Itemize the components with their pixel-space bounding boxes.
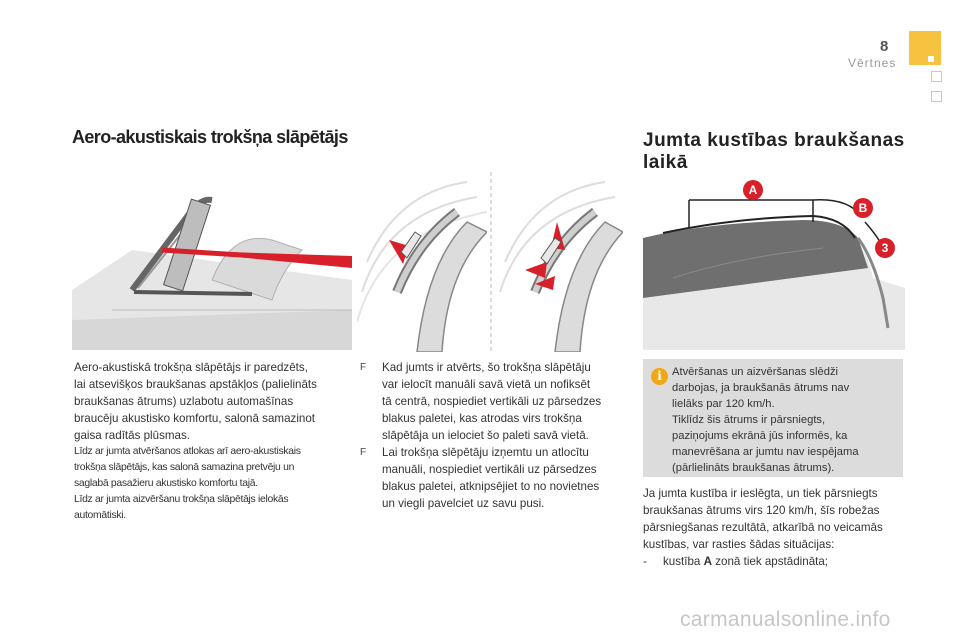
note-line: Līdz ar jumta atvēršanos atlokas arī aer… <box>74 446 301 457</box>
chapter-tab-2[interactable] <box>931 71 942 82</box>
info-icon: i <box>651 368 668 385</box>
bullet-marker-icon: F <box>360 447 367 458</box>
instruction-bullets: F Kad jumts ir atvērts, šo trokšņa slāpē… <box>360 359 622 512</box>
fold-detail-illustration-1 <box>357 172 487 352</box>
list-suffix: zonā tiek apstādināta; <box>715 555 829 568</box>
intro-line: braukšanas ātrums) uzlabotu automašīnas <box>74 395 294 408</box>
fold-drawing-1 <box>357 181 487 352</box>
deflector-drawing <box>72 196 352 350</box>
note-line: Līdz ar jumta aizvēršanu trokšņa slāpētā… <box>74 494 289 505</box>
bullet-marker-icon: F <box>360 362 367 373</box>
bullet-line: var ielocīt manuāli savā vietā un nofiks… <box>382 378 591 391</box>
info-text: Atvēršanas un aizvēršanas slēdži darboja… <box>672 364 898 476</box>
chapter-tab-active[interactable] <box>909 31 941 65</box>
tab-marker-icon <box>928 56 934 62</box>
label-a: A <box>749 183 758 197</box>
fold-drawing-2 <box>499 181 623 352</box>
intro-line: Aero-akustiskā trokšņa slāpētājs ir pare… <box>74 361 308 374</box>
body-line: pārsniegšanas rezultātā, atkarībā no vei… <box>643 521 883 534</box>
info-line: Tiklīdz šis ātrums ir pārsniegts, <box>672 414 826 426</box>
roof-movement-illustration: A B 3 <box>643 178 905 350</box>
note-line: saglabā pasažieru akustisko komfortu taj… <box>74 478 258 489</box>
info-line: lielāks par 120 km/h. <box>672 398 775 410</box>
bullet-item: F Lai trokšņa slēpētāju izņemtu un atloc… <box>360 444 622 512</box>
info-line: Atvēršanas un aizvēršanas slēdži <box>672 366 839 378</box>
bullet-line: un viegli pavelciet uz savu pusi. <box>382 497 545 510</box>
body-line: Ja jumta kustība ir ieslēgta, un tiek pā… <box>643 487 878 500</box>
bullet-line: blakus paletei, kas atrodas virs trokšņa <box>382 412 582 425</box>
label-3: 3 <box>882 241 889 255</box>
divider-line <box>489 172 493 352</box>
fold-detail-illustration-2 <box>495 172 623 352</box>
list-item: - kustība A zonā tiek apstādināta; <box>643 553 913 570</box>
body-line: kustības, var rasties šādas situācijas: <box>643 538 835 551</box>
note-line: automātiski. <box>74 510 126 521</box>
bullet-line: manuāli, nospiediet vertikāli uz pārsedz… <box>382 463 597 476</box>
list-prefix: kustība <box>663 555 701 568</box>
right-title-line: Jumta kustības braukšanas <box>643 130 905 151</box>
right-section-title: Jumta kustības braukšanas laikā <box>643 130 923 174</box>
bullet-line: Lai trokšņa slēpētāju izņemtu un atlocīt… <box>382 446 589 459</box>
left-column-text: Aero-akustiskā trokšņa slāpētājs ir pare… <box>74 359 344 524</box>
bullet-line: tā centrā, nospiediet vertikāli uz pārse… <box>382 395 602 408</box>
deflector-illustration <box>72 170 352 350</box>
info-line: darbojas, ja braukšanās ātrums nav <box>672 382 850 394</box>
right-title-line: laikā <box>643 152 688 173</box>
intro-line: lai atsevišķos braukšanas apstākļos (pal… <box>74 378 317 391</box>
roof-drawing: A B 3 <box>643 178 905 350</box>
bullet-line: Kad jumts ir atvērts, šo trokšņa slāpētā… <box>382 361 591 374</box>
bullet-line: slāpētāja un ielociet šo paleti savā vie… <box>382 429 589 442</box>
right-body-text: Ja jumta kustība ir ieslēgta, un tiek pā… <box>643 485 913 570</box>
bullet-line: blakus paletei, atknipsējiet to no novie… <box>382 480 600 493</box>
info-line: paziņojums ekrānā jūs informēs, ka <box>672 430 848 442</box>
list-bold-label: A <box>703 555 712 568</box>
list-dash: - <box>643 555 647 568</box>
info-line: manevrēšana ar jumtu nav iespējama <box>672 446 859 458</box>
page-number: 8 <box>880 38 889 55</box>
watermark: carmanualsonline.info <box>680 608 891 631</box>
info-box: i Atvēršanas un aizvēršanas slēdži darbo… <box>643 359 903 477</box>
intro-line: gaisa radītās plūsmas. <box>74 429 190 442</box>
chapter-title: Vērtnes <box>848 56 897 70</box>
label-b: B <box>859 201 868 215</box>
info-line: (pārlielināts braukšanas ātrums). <box>672 462 835 474</box>
bullet-item: F Kad jumts ir atvērts, šo trokšņa slāpē… <box>360 359 622 444</box>
chapter-tab-3[interactable] <box>931 91 942 102</box>
note-line: trokšņa slāpētājs, kas salonā samazina p… <box>74 462 295 473</box>
body-line: braukšanas ātrums virs 120 km/h, šīs rob… <box>643 504 880 517</box>
left-section-title: Aero-akustiskais trokšņa slāpētājs <box>72 127 348 147</box>
intro-line: braucēju akustisko komfortu, salonā sama… <box>74 412 316 425</box>
